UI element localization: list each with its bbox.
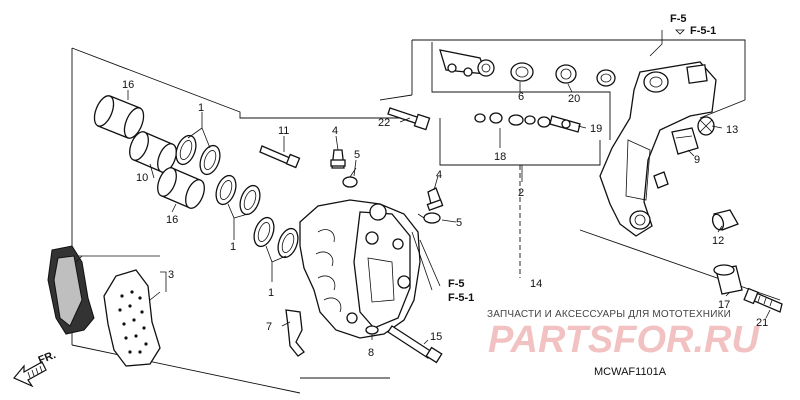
front-direction-indicator: FR.	[13, 349, 58, 388]
label-14: 14	[530, 278, 542, 290]
ref-f51-mid: F-5-1	[448, 292, 474, 304]
label-4-lower: 4	[436, 169, 442, 181]
o-ring	[365, 325, 379, 335]
seal-kit-parts	[387, 49, 616, 131]
label-16-upper: 16	[122, 79, 134, 91]
mounting-bolt	[743, 287, 783, 313]
label-18: 18	[494, 151, 506, 163]
brake-pad-front	[103, 269, 161, 367]
bleeder-valve-upper	[330, 149, 346, 169]
diagram-code: MCWAF1101A	[594, 366, 667, 378]
label-8: 8	[368, 347, 374, 359]
ref-f5-top: F-5	[670, 13, 687, 25]
label-12: 12	[712, 235, 724, 247]
label-17: 17	[718, 299, 730, 311]
pad-pin	[259, 145, 301, 169]
boot	[697, 116, 715, 136]
pin-seal-row	[474, 112, 581, 133]
part-labels: 16 1 10 16 1 1 3 11 4 5 4 5 7 8 15 6 20 …	[122, 79, 768, 359]
collar	[713, 264, 743, 295]
label-1-c: 1	[268, 287, 274, 299]
caliper-body	[299, 199, 421, 339]
slide-pin	[711, 209, 739, 231]
label-6: 6	[518, 91, 524, 103]
caliper-bracket	[599, 61, 717, 237]
label-22: 22	[378, 117, 390, 129]
watermark-logo: PARTSFOR.RU	[488, 319, 760, 361]
watermark: ЗАПЧАСТИ И АКСЕССУАРЫ ДЛЯ МОТОТЕХНИКИ PA…	[487, 309, 760, 361]
label-2: 2	[518, 187, 524, 199]
assembly-frames	[71, 39, 781, 394]
label-4-upper: 4	[332, 125, 338, 137]
label-5-upper: 5	[354, 149, 360, 161]
label-7: 7	[266, 321, 272, 333]
label-11: 11	[278, 125, 289, 137]
label-1-b: 1	[230, 241, 236, 253]
label-5-lower: 5	[456, 217, 462, 229]
pad-bolt	[387, 325, 443, 364]
front-label: FR.	[37, 349, 58, 367]
label-20: 20	[568, 93, 580, 105]
bleeder-valve-lower	[426, 187, 444, 212]
ref-f5-mid: F-5	[448, 278, 465, 290]
bracket-pin	[653, 171, 669, 189]
label-3: 3	[168, 269, 174, 281]
piston-16-upper	[93, 95, 145, 139]
piston-16-lower	[157, 167, 205, 209]
reference-labels: F-5 F-5-1 F-5 F-5-1	[448, 13, 716, 304]
leader-lines	[75, 30, 771, 345]
label-15: 15	[430, 331, 442, 343]
label-13: 13	[726, 124, 738, 136]
label-21: 21	[756, 317, 768, 329]
label-19: 19	[590, 123, 602, 135]
watermark-caption: ЗАПЧАСТИ И АКСЕССУАРЫ ДЛЯ МОТОТЕХНИКИ	[487, 309, 731, 320]
label-9: 9	[694, 154, 700, 166]
label-1-a: 1	[198, 102, 204, 114]
label-10: 10	[136, 172, 148, 184]
ref-f51-top: F-5-1	[690, 25, 716, 37]
pad-spring	[285, 309, 305, 357]
front-arrow-icon	[13, 361, 47, 388]
seal-set	[175, 134, 299, 259]
bleeder-cap-lower	[417, 212, 441, 224]
piston-10	[129, 131, 177, 173]
pad-retainer	[671, 127, 699, 155]
brake-pad-rear	[47, 245, 95, 335]
label-16-lower: 16	[166, 214, 178, 226]
